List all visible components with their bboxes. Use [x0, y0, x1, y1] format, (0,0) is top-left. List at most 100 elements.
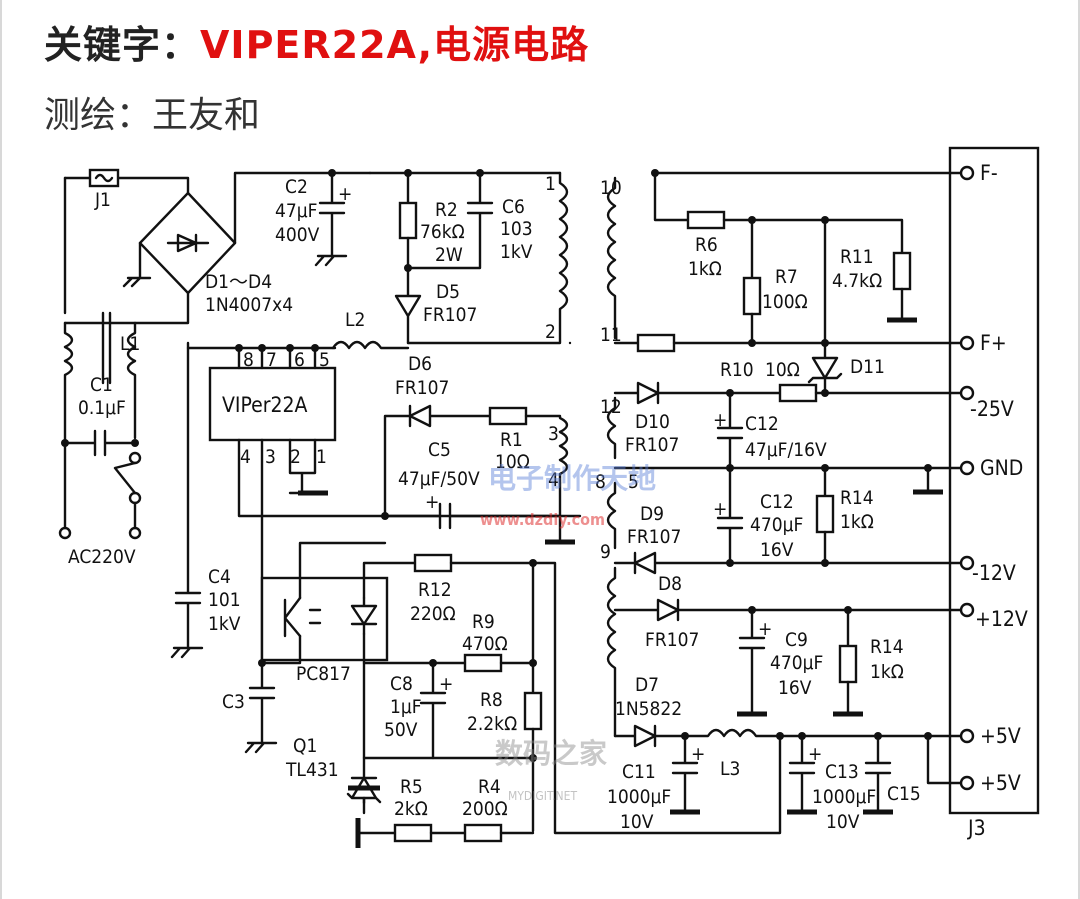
- c1-label: C1: [90, 374, 113, 396]
- r1-value: 10Ω: [495, 451, 530, 473]
- ac-input-label: AC220V: [68, 546, 136, 568]
- pin-t5: 5: [628, 471, 639, 493]
- r4-label: R4: [478, 776, 501, 798]
- c1-value: 0.1μF: [78, 397, 126, 419]
- c5-value: 47μF/50V: [398, 468, 480, 490]
- r14b-label: R14: [870, 636, 904, 658]
- r7-value: 100Ω: [762, 291, 808, 313]
- d5-part: FR107: [423, 304, 477, 326]
- d10-part: FR107: [625, 434, 679, 456]
- c8-value: 1μF: [390, 696, 422, 718]
- l1-label: L1: [120, 333, 140, 355]
- keyword-prefix: 关键字：: [44, 23, 201, 67]
- pin-t2: 2: [545, 321, 556, 343]
- watermark-mydigit-cn: 数码之家: [495, 737, 607, 770]
- r1-label: R1: [500, 429, 523, 451]
- c8-voltage: 50V: [384, 719, 418, 741]
- out-minus-25v: -25V: [970, 397, 1014, 421]
- c12a-value: 47μF/16V: [745, 439, 827, 461]
- c8-label: C8: [390, 673, 413, 695]
- r9-value: 470Ω: [462, 633, 508, 655]
- out-plus-12v: +12V: [975, 607, 1028, 631]
- c2-plus: +: [338, 183, 352, 205]
- q1-label: Q1: [293, 735, 317, 757]
- d11-label: D11: [850, 356, 885, 378]
- r10-label: R10: [720, 359, 754, 381]
- c2-voltage: 400V: [275, 224, 320, 246]
- c12a-label: C12: [745, 413, 779, 435]
- watermark-dzdiy-url: www.dzdiy.com: [480, 510, 605, 529]
- c12a-plus: +: [713, 409, 727, 431]
- r12-label: R12: [418, 579, 452, 601]
- pin-t3: 3: [548, 423, 559, 445]
- r11-value: 4.7kΩ: [832, 270, 882, 292]
- ic-pin5: 5: [319, 349, 330, 371]
- l3-label: L3: [720, 758, 740, 780]
- watermarks: 电子制作天地 www.dzdiy.com 数码之家 MYDIGIT.NET: [480, 462, 656, 803]
- d9-label: D9: [640, 503, 664, 525]
- out-f-minus: F-: [980, 161, 998, 185]
- c3-label: C3: [222, 691, 245, 713]
- ic-pin1: 1: [316, 446, 327, 468]
- page-title: 关键字：VIPER22A,电源电路: [44, 14, 589, 69]
- ic-pin3: 3: [265, 446, 276, 468]
- pin-t12: 12: [600, 396, 622, 418]
- c4-value: 101: [208, 589, 241, 611]
- bridge-label: D1～D4: [205, 271, 272, 293]
- pin-t10: 10: [600, 177, 622, 199]
- r8-value: 2.2kΩ: [467, 713, 517, 735]
- r6-value: 1kΩ: [688, 258, 722, 280]
- d7-label: D7: [635, 674, 659, 696]
- c9-voltage: 16V: [778, 677, 812, 699]
- c12b-value: 470μF: [750, 514, 803, 536]
- j3-label: J3: [967, 816, 986, 840]
- keyword-value: VIPER22A,电源电路: [200, 23, 590, 67]
- r5-label: R5: [400, 776, 423, 798]
- c12b-plus: +: [713, 498, 727, 520]
- r14b-value: 1kΩ: [870, 661, 904, 683]
- c13-value: 1000μF: [812, 786, 876, 808]
- d10-label: D10: [635, 411, 670, 433]
- c4-label: C4: [208, 566, 231, 588]
- r7-label: R7: [775, 266, 798, 288]
- pin-t8: 8: [595, 471, 606, 493]
- out-f-plus: F+: [980, 331, 1007, 355]
- c5-label: C5: [428, 439, 451, 461]
- watermark-dzdiy-cn: 电子制作天地: [488, 462, 656, 495]
- ic-pin2: 2: [290, 446, 301, 468]
- r11-label: R11: [840, 246, 874, 268]
- pc817-label: PC817: [296, 663, 351, 685]
- out-plus-5v-b: +5V: [980, 771, 1021, 795]
- out-plus-5v-a: +5V: [980, 724, 1021, 748]
- secondary-side: 10 11 12 8 5 9 R6 1kΩ R11 4.7kΩ R7 100Ω …: [595, 169, 964, 833]
- ic-pin6: 6: [294, 349, 305, 371]
- c11-plus: +: [691, 743, 705, 765]
- ic-pin7: 7: [266, 349, 277, 371]
- r2-value: 76kΩ: [420, 221, 465, 243]
- pin-t11: 11: [600, 324, 622, 346]
- r2-watt: 2W: [435, 244, 463, 266]
- feedback-section: R12 220Ω R9 470Ω + C8 1μF 50V R8 2.2kΩ Q…: [285, 553, 782, 848]
- bridge-part-label: 1N4007x4: [205, 294, 293, 316]
- d5-label: D5: [436, 281, 460, 303]
- r14a-value: 1kΩ: [840, 511, 874, 533]
- r5-value: 2kΩ: [394, 798, 428, 820]
- mains-input-section: J1 D1～D4 1N4007x4 L1 C1 0.1μF AC220V: [58, 168, 372, 568]
- c2-value: 47μF: [275, 200, 317, 222]
- watermark-mydigit-url: MYDIGIT.NET: [508, 789, 577, 803]
- r9-label: R9: [472, 611, 495, 633]
- d9-part: FR107: [627, 526, 681, 548]
- d6-part: FR107: [395, 377, 449, 399]
- q1-part: TL431: [285, 759, 339, 781]
- c15-label: C15: [887, 783, 921, 805]
- primary-side: + C2 47μF 400V R2 76kΩ 2W C6 103 1kV D5 …: [170, 169, 582, 754]
- connector-j3: F- F+ -25V GND -12V +12V +5V +5V J3: [948, 146, 1040, 840]
- c9-label: C9: [785, 629, 808, 651]
- surveyor-line: 测绘：王友和: [44, 95, 261, 136]
- out-minus-12v: -12V: [972, 561, 1016, 585]
- pin-t1: 1: [545, 173, 556, 195]
- r14a-label: R14: [840, 487, 874, 509]
- r2-label: R2: [435, 199, 458, 221]
- ic-pin8: 8: [243, 349, 254, 371]
- r8-label: R8: [480, 689, 503, 711]
